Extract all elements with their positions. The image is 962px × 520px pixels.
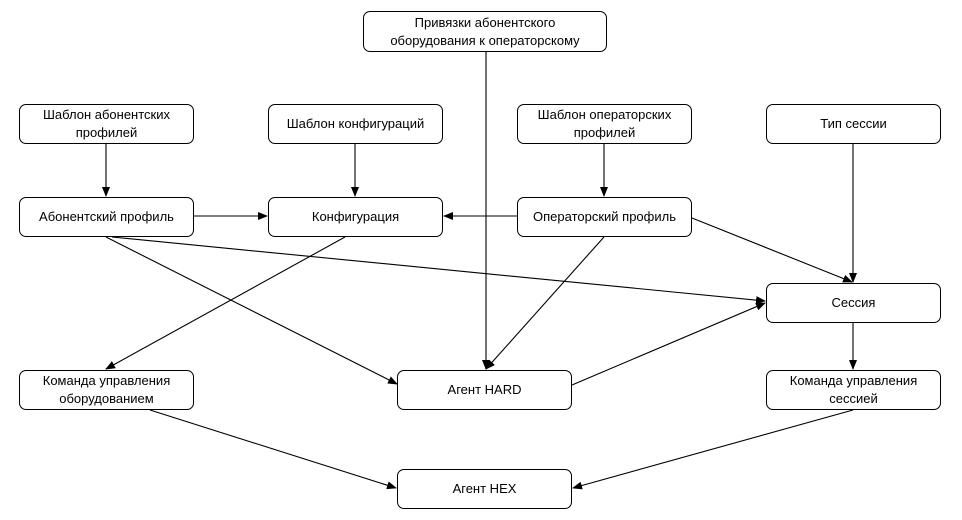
- node-label: Агент HEX: [452, 481, 517, 496]
- node-label: Шаблон операторских профилей: [537, 107, 672, 140]
- node-sub-profile-template: Шаблон абонентских профилей: [19, 104, 194, 144]
- edge-configuration-to-equip-command: [105, 236, 346, 370]
- node-op-profile-template: Шаблон операторских профилей: [517, 104, 692, 144]
- edge-sub-profile-to-agent-hard: [105, 236, 398, 385]
- node-label: Конфигурация: [311, 209, 400, 224]
- edge-op-profile-to-session: [691, 217, 853, 283]
- node-equipment-command: Команда управления оборудованием: [19, 370, 194, 410]
- node-configuration: Конфигурация: [268, 197, 443, 237]
- edge-agent-hard-to-session: [571, 302, 766, 386]
- node-label: Привязки абонентского оборудования к опе…: [390, 14, 580, 48]
- edge-session-command-to-agent-hex: [572, 409, 854, 490]
- node-session: Сессия: [766, 283, 941, 323]
- edge-equip-command-to-agent-hex: [149, 409, 397, 490]
- node-label: Шаблон конфигураций: [286, 116, 425, 131]
- node-bindings: Привязки абонентского оборудования к опе…: [363, 11, 607, 52]
- node-agent-hex: Агент HEX: [397, 469, 572, 509]
- node-sub-profile: Абонентский профиль: [19, 197, 194, 237]
- node-agent-hard: Агент HARD: [397, 370, 572, 410]
- edge-sub-profile-to-session: [111, 236, 766, 305]
- node-label: Сессия: [831, 295, 876, 310]
- node-op-profile: Операторский профиль: [517, 197, 692, 237]
- node-session-command: Команда управления сессией: [766, 370, 941, 410]
- node-label: Агент HARD: [447, 382, 522, 397]
- node-label: Шаблон абонентских профилей: [42, 107, 170, 140]
- node-label: Тип сессии: [820, 116, 887, 131]
- node-label: Команда управления сессией: [789, 373, 918, 406]
- edge-op-profile-to-agent-hard: [485, 236, 605, 370]
- node-label: Операторский профиль: [533, 209, 676, 224]
- node-config-template: Шаблон конфигураций: [268, 104, 443, 144]
- node-session-type: Тип сессии: [766, 104, 941, 144]
- node-label: Команда управления оборудованием: [42, 373, 171, 406]
- node-label: Абонентский профиль: [39, 209, 174, 224]
